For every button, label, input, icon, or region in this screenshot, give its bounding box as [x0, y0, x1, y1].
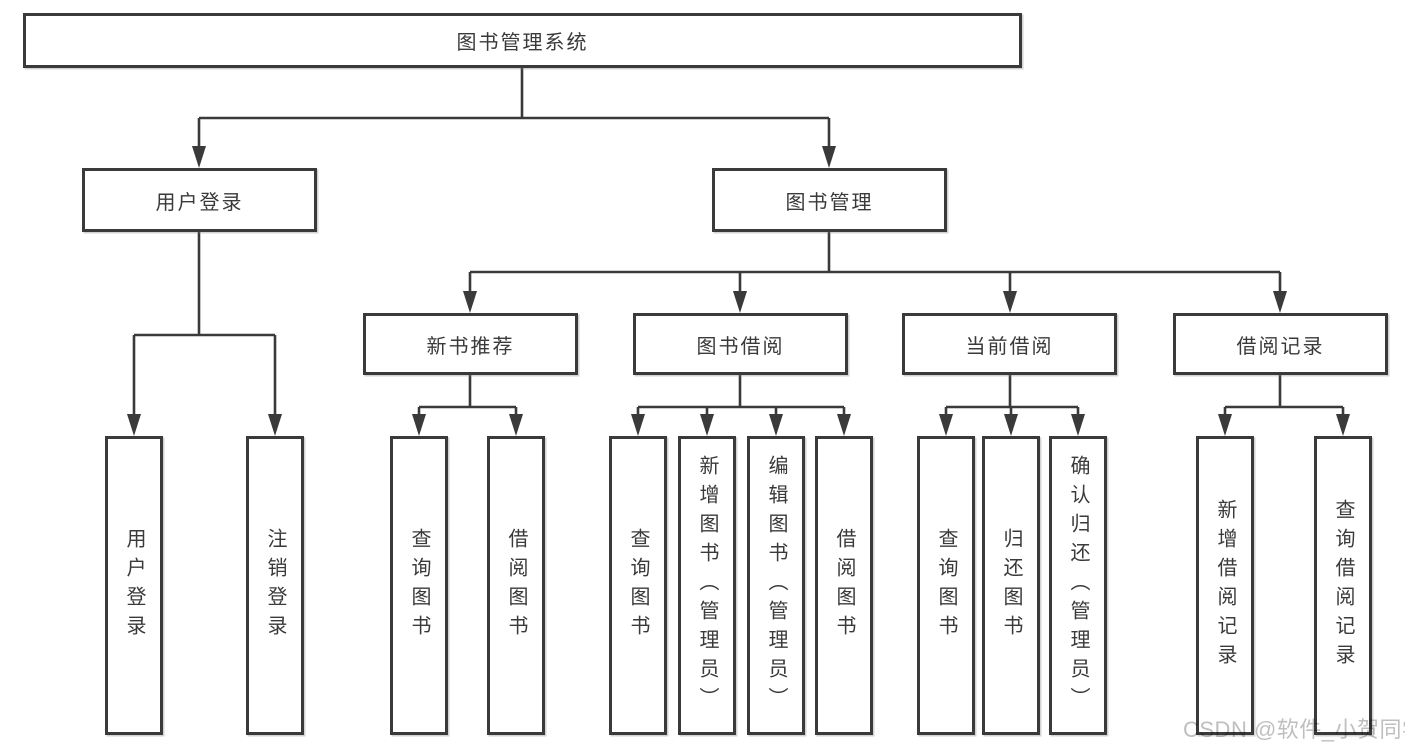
leaf-borrow-add-admin: 新增图书（管理员） [678, 436, 736, 735]
leaf-records-add: 新增借阅记录 [1196, 436, 1254, 735]
leaf-records-query: 查询借阅记录 [1314, 436, 1372, 735]
arrowheads [127, 146, 1350, 436]
leaf-newbooks-query: 查询图书 [390, 436, 448, 735]
leaf-borrow-book: 借阅图书 [815, 436, 873, 735]
leaf-current-return: 归还图书 [982, 436, 1040, 735]
node-book-management: 图书管理 [712, 168, 947, 232]
leaf-user-login: 用户登录 [105, 436, 163, 735]
node-current-borrow: 当前借阅 [902, 313, 1117, 375]
leaf-borrow-edit-admin: 编辑图书（管理员） [747, 436, 805, 735]
node-new-book-recommend: 新书推荐 [363, 313, 578, 375]
leaf-current-query: 查询图书 [917, 436, 975, 735]
leaf-borrow-query: 查询图书 [609, 436, 667, 735]
node-user-login: 用户登录 [82, 168, 317, 232]
node-book-borrow: 图书借阅 [633, 313, 848, 375]
leaf-newbooks-borrow: 借阅图书 [487, 436, 545, 735]
node-root: 图书管理系统 [23, 13, 1022, 68]
node-borrow-records: 借阅记录 [1173, 313, 1388, 375]
leaf-logout: 注销登录 [246, 436, 304, 735]
leaf-current-confirm-admin: 确认归还（管理员） [1049, 436, 1107, 735]
csdn-watermark: CSDN @软件_小贺同学 [1183, 717, 1405, 742]
